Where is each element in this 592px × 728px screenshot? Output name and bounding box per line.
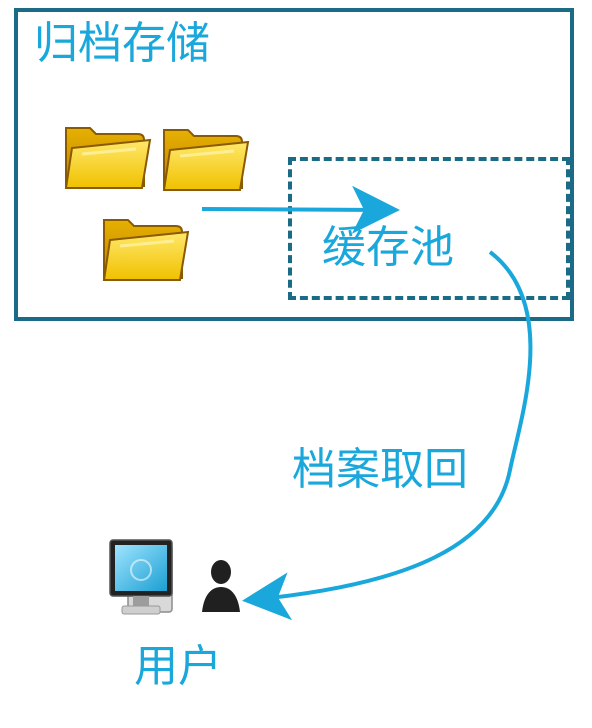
folder-icon (102, 219, 190, 281)
cache-pool-box (288, 157, 570, 300)
archive-storage-box (14, 8, 574, 321)
computer-icon (109, 539, 173, 615)
user-label: 用户 (134, 641, 222, 692)
retrieve-arrow (242, 250, 533, 621)
archive-storage-title: 归档存储 (34, 18, 210, 69)
person-icon (202, 560, 240, 612)
folder-icon (64, 127, 152, 189)
folder-icon (162, 129, 250, 191)
retrieve-label: 档案取回 (292, 444, 468, 495)
archive-to-cache-arrow (201, 185, 400, 234)
